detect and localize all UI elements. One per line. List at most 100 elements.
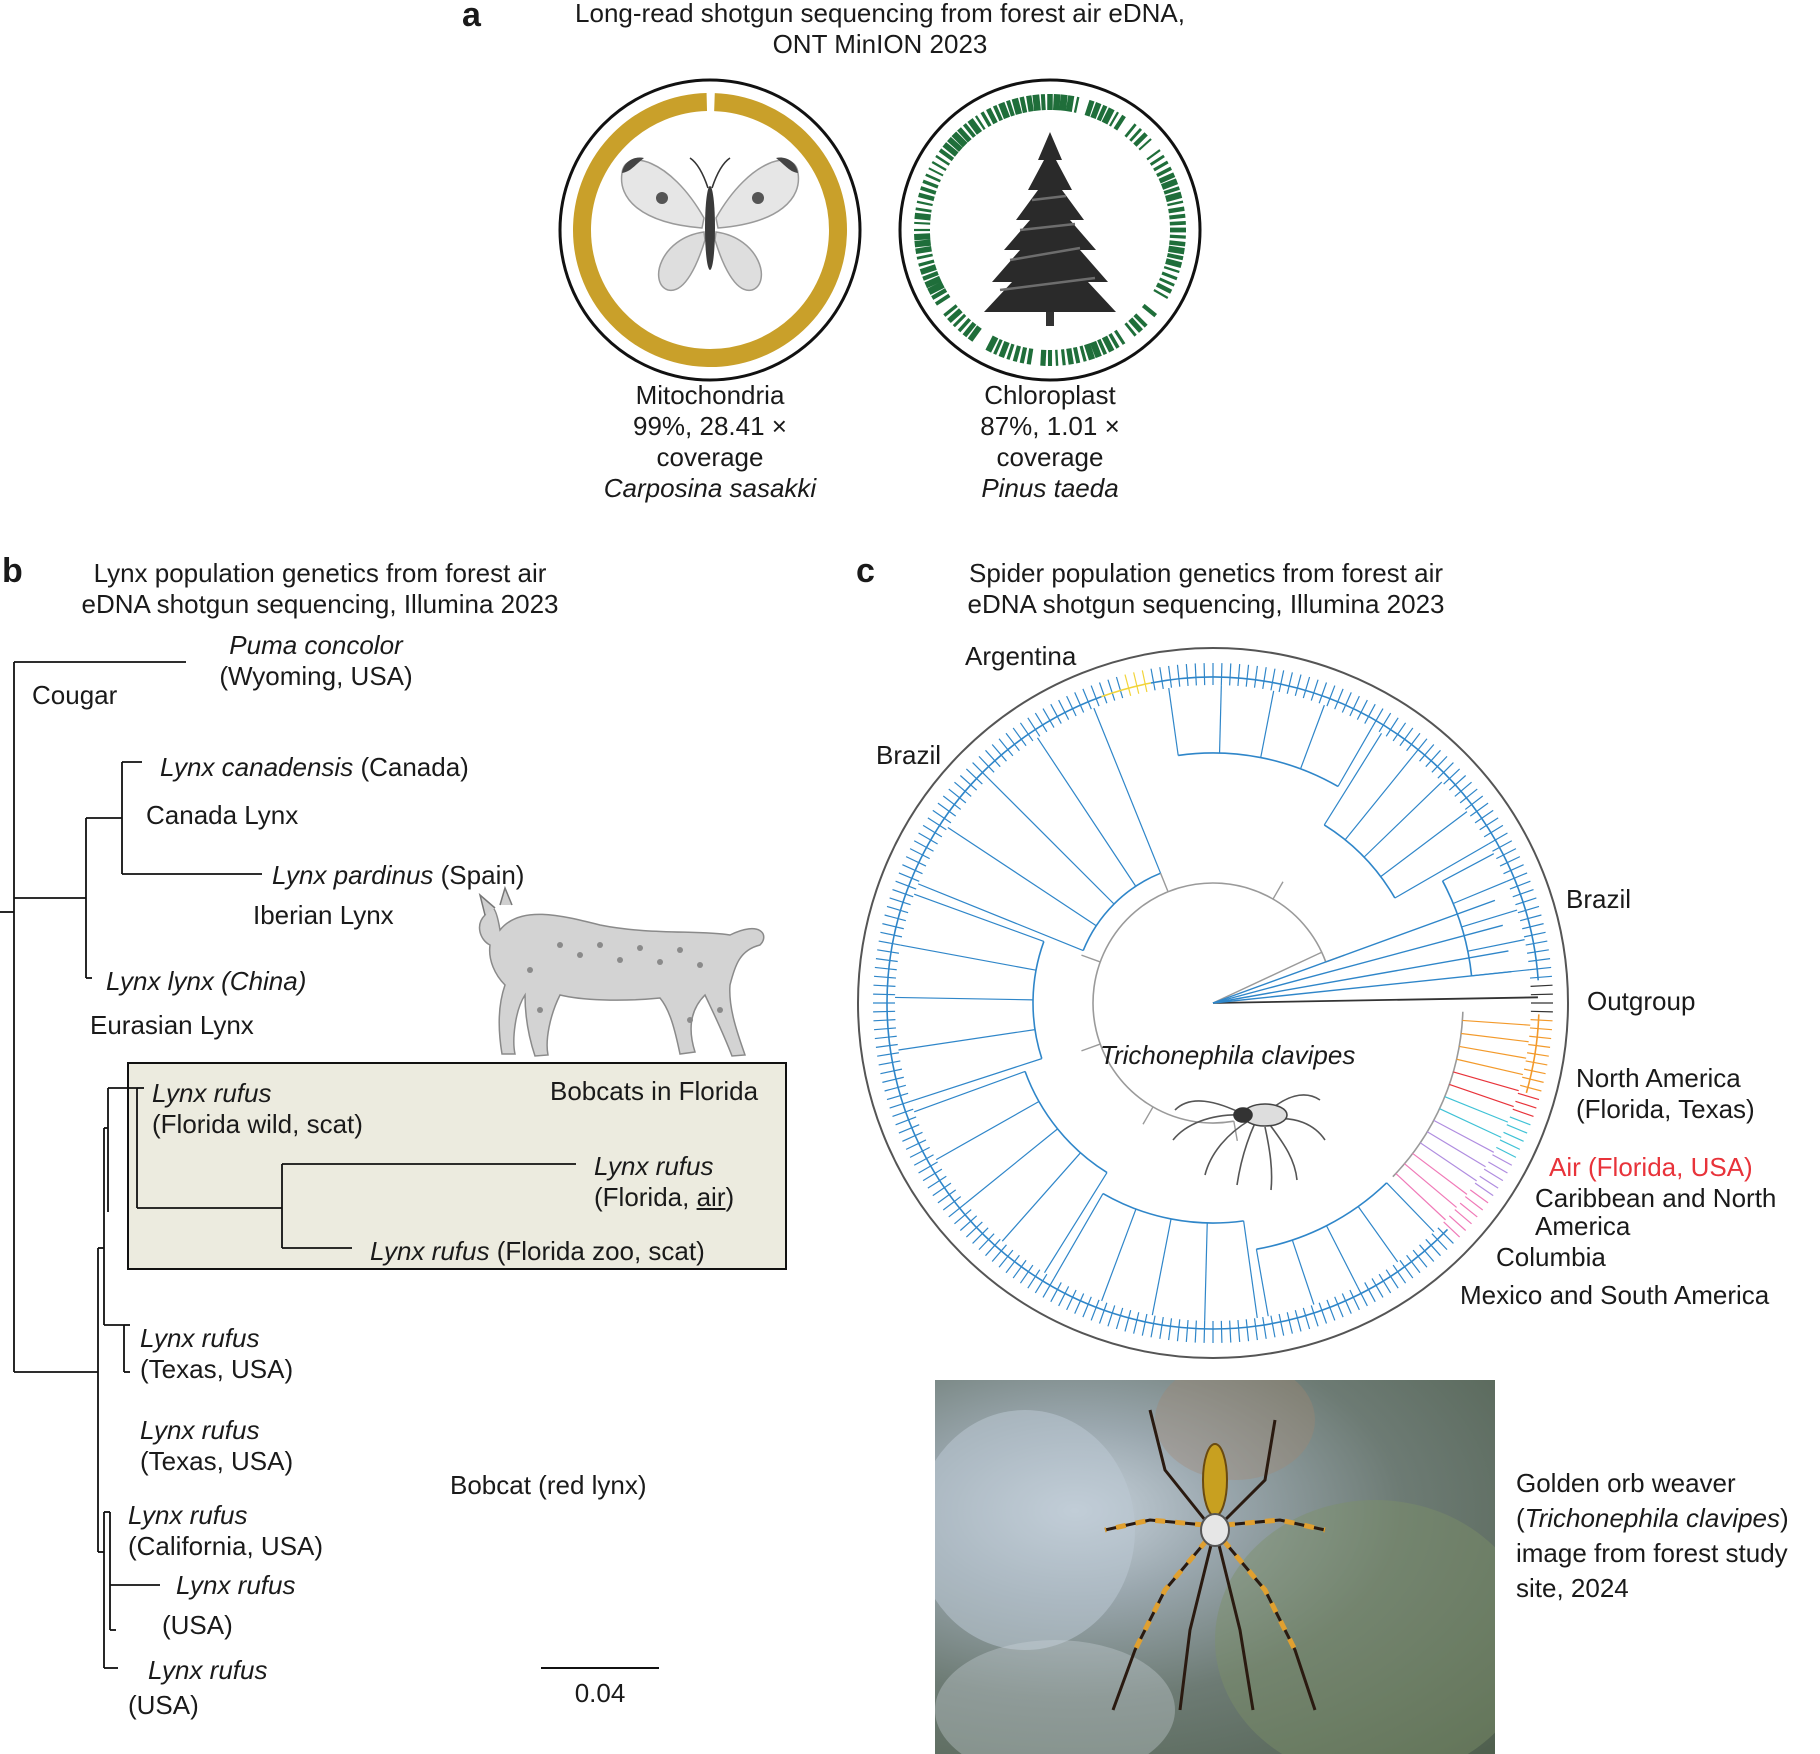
na-backbone-arc — [1392, 1011, 1464, 1178]
chloro-coverage-tick — [1133, 132, 1148, 147]
region-columbia: Columbia — [1496, 1242, 1606, 1272]
tree-tip — [1364, 703, 1376, 724]
clade-arc-brazil-north — [1150, 676, 1540, 981]
tree-tip — [1185, 1319, 1189, 1342]
spider-icon — [1172, 1094, 1326, 1191]
tree-tip — [1220, 1320, 1223, 1343]
chloro-coverage-tick — [1096, 104, 1108, 122]
tree-tip — [1364, 1282, 1376, 1303]
tree-tip — [1522, 923, 1544, 930]
florida-box-label: Bobcats in Florida — [550, 1076, 759, 1106]
tree-tip — [1253, 665, 1258, 688]
tree-tip — [1286, 672, 1293, 694]
tree-tip — [1412, 738, 1428, 757]
mito-coverage-ring — [573, 92, 847, 367]
tree-tip — [1005, 732, 1020, 752]
tree-tip — [1483, 824, 1504, 838]
mito-species: Carposina sasakki — [603, 473, 817, 503]
chloro-coverage-tick — [1124, 322, 1137, 337]
tree-tip — [1523, 931, 1546, 938]
photo-caption: Golden orb weaver (Trichonephila clavipe… — [1516, 1466, 1789, 1606]
backbone-branch — [1142, 1106, 1154, 1125]
chloro-coverage-tick — [1128, 317, 1143, 333]
tree-tip — [991, 744, 1007, 762]
panel-a-title: Long-read shotgun sequencing from forest… — [520, 0, 1240, 60]
tree-tip — [874, 1035, 897, 1040]
tree-tip — [1459, 1202, 1478, 1218]
chloro-coverage-tick — [938, 148, 955, 162]
chloro-coverage-tick — [922, 270, 939, 281]
tree-tip — [1168, 1318, 1173, 1341]
chloro-coverage-tick — [1101, 107, 1115, 125]
chloro-coverage-tick — [957, 127, 972, 143]
tree-tip — [873, 1010, 896, 1013]
tree-tip — [1483, 1168, 1504, 1182]
tree-tip — [1262, 1316, 1267, 1339]
chloro-coverage-tick — [1169, 221, 1186, 226]
tree-tip — [1512, 1108, 1534, 1118]
tree-tip — [1133, 1312, 1140, 1334]
label-eurasian-lynx: Eurasian Lynx — [90, 1010, 254, 1040]
tree-tip — [1066, 695, 1077, 717]
tree-tip — [1141, 670, 1148, 693]
tree-tip — [959, 1215, 978, 1231]
tree-tip — [1159, 667, 1164, 690]
subclade-branch — [913, 893, 1045, 943]
tree-tip — [1229, 1320, 1232, 1343]
tree-tip — [1499, 856, 1521, 867]
tree-tip — [1503, 864, 1524, 875]
na-branch — [1419, 1142, 1477, 1182]
subclade-branch — [898, 1029, 1036, 1051]
tree-tip — [918, 1161, 938, 1174]
chloro-coverage-tick — [1108, 333, 1120, 349]
chloro-coverage-tick — [1084, 343, 1096, 361]
chloro-coverage-tick — [1101, 335, 1115, 353]
chloro-coverage-tick — [1155, 282, 1173, 294]
tree-tip — [1058, 1286, 1070, 1307]
tree-tip — [1385, 1269, 1399, 1289]
region-north-america: North America (Florida, Texas) — [1576, 1063, 1755, 1125]
tree-tip — [1270, 1315, 1276, 1338]
tree-tip — [1034, 1273, 1048, 1294]
tree-tip — [1098, 682, 1108, 704]
panel-c-title: Spider population genetics from forest a… — [926, 558, 1486, 620]
tree-tip — [1506, 872, 1528, 882]
tree-tip — [998, 1249, 1014, 1268]
panel-c-label: c — [856, 552, 875, 590]
tree-tip — [1371, 708, 1384, 728]
subclade-branch — [913, 1070, 1026, 1113]
tree-tip — [954, 1209, 972, 1225]
tree-tip — [1150, 1315, 1156, 1338]
panel-b-title-line2: eDNA shotgun sequencing, Illumina 2023 — [81, 589, 559, 619]
tree-tip — [873, 993, 896, 996]
outgroup-branch — [1212, 996, 1538, 1004]
tree-tip — [1479, 817, 1499, 831]
tip-florida-zoo: Lynx rufus (Florida zoo, scat) — [370, 1236, 705, 1267]
tree-tip — [1443, 1221, 1461, 1238]
tip-usa-2-species: Lynx rufus — [148, 1655, 268, 1685]
subclade-branch — [965, 1128, 1058, 1204]
panel-c-title-line1: Spider population genetics from forest a… — [968, 558, 1444, 588]
subclade-arc — [1032, 941, 1045, 1059]
tip-usa-1-species: Lynx rufus — [176, 1570, 296, 1600]
subclade-arc — [1178, 752, 1339, 788]
subclade-branch — [1204, 1222, 1208, 1321]
tree-tip — [1479, 1175, 1499, 1189]
tree-center-label: Trichonephila clavipes — [1100, 1040, 1356, 1070]
region-caribbean-line1: Caribbean and North — [1535, 1183, 1777, 1213]
tree-tip — [1310, 679, 1319, 701]
tree-tip — [1512, 888, 1534, 898]
tree-tip — [1194, 663, 1197, 686]
tip-pardinus-species: Lynx pardinus — [272, 860, 434, 890]
tree-tip — [991, 1244, 1007, 1262]
tree-tip — [909, 1146, 930, 1158]
tree-tip — [1488, 1161, 1508, 1174]
panel-b-title: Lynx population genetics from forest air… — [40, 558, 600, 620]
chloro-coverage-tick — [1169, 240, 1186, 247]
tree-tip — [1459, 788, 1478, 804]
chloro-coverage-tick — [1168, 206, 1185, 214]
photo-caption-line4: site, 2024 — [1516, 1573, 1629, 1603]
tip-florida-air: Lynx rufus (Florida, air) — [594, 1151, 734, 1213]
tip-florida-air-location: (Florida, air) — [594, 1182, 735, 1212]
na-branch — [1433, 1119, 1495, 1153]
